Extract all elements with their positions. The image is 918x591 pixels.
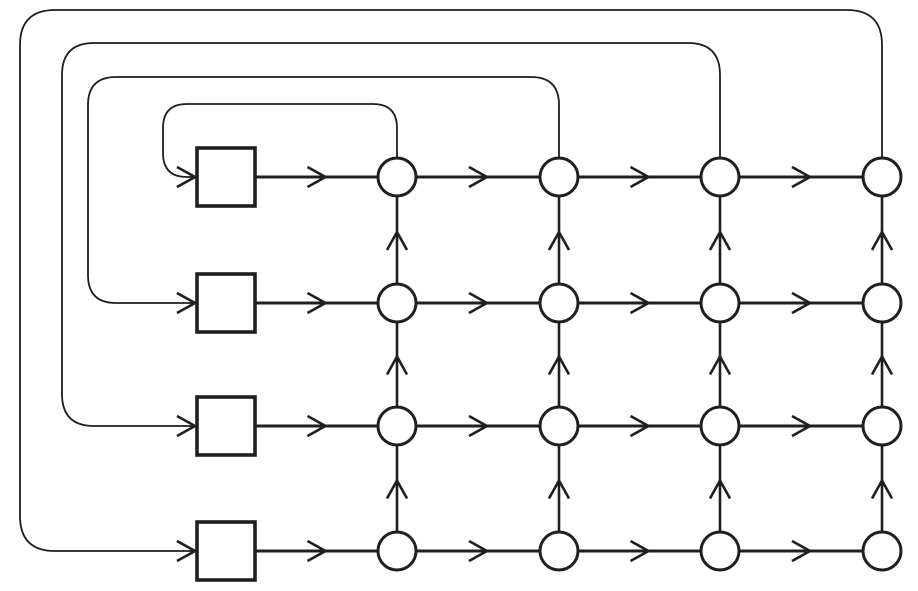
arrowhead-right-row2-seg3 bbox=[629, 291, 652, 315]
wraparound-link-col4-to-row4 bbox=[19, 9, 883, 552]
wraparound-link-col1-to-row1 bbox=[162, 103, 398, 178]
arrowhead-up-col2-seg1 bbox=[547, 229, 571, 251]
arrowhead-up-col3-seg2 bbox=[708, 353, 732, 376]
arrowhead-right-row2-seg2 bbox=[468, 291, 490, 315]
node-r1-c2 bbox=[538, 156, 580, 198]
node-r2-c4 bbox=[861, 282, 903, 324]
arrowhead-up-col4-seg2 bbox=[870, 353, 894, 376]
arrowhead-up-col3-seg1 bbox=[708, 229, 732, 251]
node-r4-c1 bbox=[376, 530, 418, 572]
node-r2-c3 bbox=[699, 282, 741, 324]
wraparound-arrowhead-into-square-row1 bbox=[176, 165, 198, 189]
node-r1-c3 bbox=[699, 156, 741, 198]
arrowhead-right-row4-seg2 bbox=[468, 539, 490, 563]
arrowhead-right-row3-seg4 bbox=[791, 414, 813, 438]
arrowhead-right-row4-seg3 bbox=[629, 539, 652, 563]
wraparound-link-col2-to-row2 bbox=[87, 76, 560, 304]
node-r4-c3 bbox=[699, 530, 741, 572]
arrowhead-right-row3-seg2 bbox=[468, 414, 490, 438]
arrowhead-up-col1-seg2 bbox=[385, 353, 409, 376]
arrowhead-right-row4-seg1 bbox=[306, 539, 329, 563]
node-r3-c2 bbox=[538, 405, 580, 447]
input-square-row-2 bbox=[195, 272, 257, 334]
arrowhead-right-row1-seg3 bbox=[629, 165, 652, 189]
arrowhead-right-row3-seg1 bbox=[306, 414, 329, 438]
node-r2-c1 bbox=[376, 282, 418, 324]
node-r3-c3 bbox=[699, 405, 741, 447]
arrowhead-right-row1-seg1 bbox=[306, 165, 329, 189]
arrowhead-right-row1-seg4 bbox=[791, 165, 813, 189]
arrowhead-up-col1-seg1 bbox=[385, 229, 409, 251]
input-square-row-4 bbox=[195, 520, 257, 582]
wraparound-arrowhead-into-square-row4 bbox=[176, 539, 198, 563]
arrowhead-up-col3-seg3 bbox=[708, 477, 732, 500]
arrowhead-right-row1-seg2 bbox=[468, 165, 490, 189]
input-square-row-3 bbox=[195, 395, 257, 457]
arrowhead-right-row2-seg1 bbox=[306, 291, 329, 315]
arrowhead-up-col2-seg3 bbox=[547, 477, 571, 500]
node-r3-c4 bbox=[861, 405, 903, 447]
wraparound-arrowhead-into-square-row2 bbox=[176, 291, 198, 315]
node-r4-c2 bbox=[538, 530, 580, 572]
arrowhead-right-row3-seg3 bbox=[629, 414, 652, 438]
arrowhead-up-col1-seg3 bbox=[385, 477, 409, 500]
node-r4-c4 bbox=[861, 530, 903, 572]
input-square-row-1 bbox=[195, 146, 257, 208]
node-r3-c1 bbox=[376, 405, 418, 447]
node-r1-c4 bbox=[861, 156, 903, 198]
arrowhead-up-col4-seg3 bbox=[870, 477, 894, 500]
wraparound-arrowhead-into-square-row3 bbox=[176, 414, 198, 438]
node-r1-c1 bbox=[376, 156, 418, 198]
arrowhead-up-col4-seg1 bbox=[870, 229, 894, 251]
arrowhead-right-row2-seg4 bbox=[791, 291, 813, 315]
node-r2-c2 bbox=[538, 282, 580, 324]
wraparound-link-col3-to-row3 bbox=[61, 42, 721, 427]
arrowhead-right-row4-seg4 bbox=[791, 539, 813, 563]
arrowhead-up-col2-seg2 bbox=[547, 353, 571, 376]
